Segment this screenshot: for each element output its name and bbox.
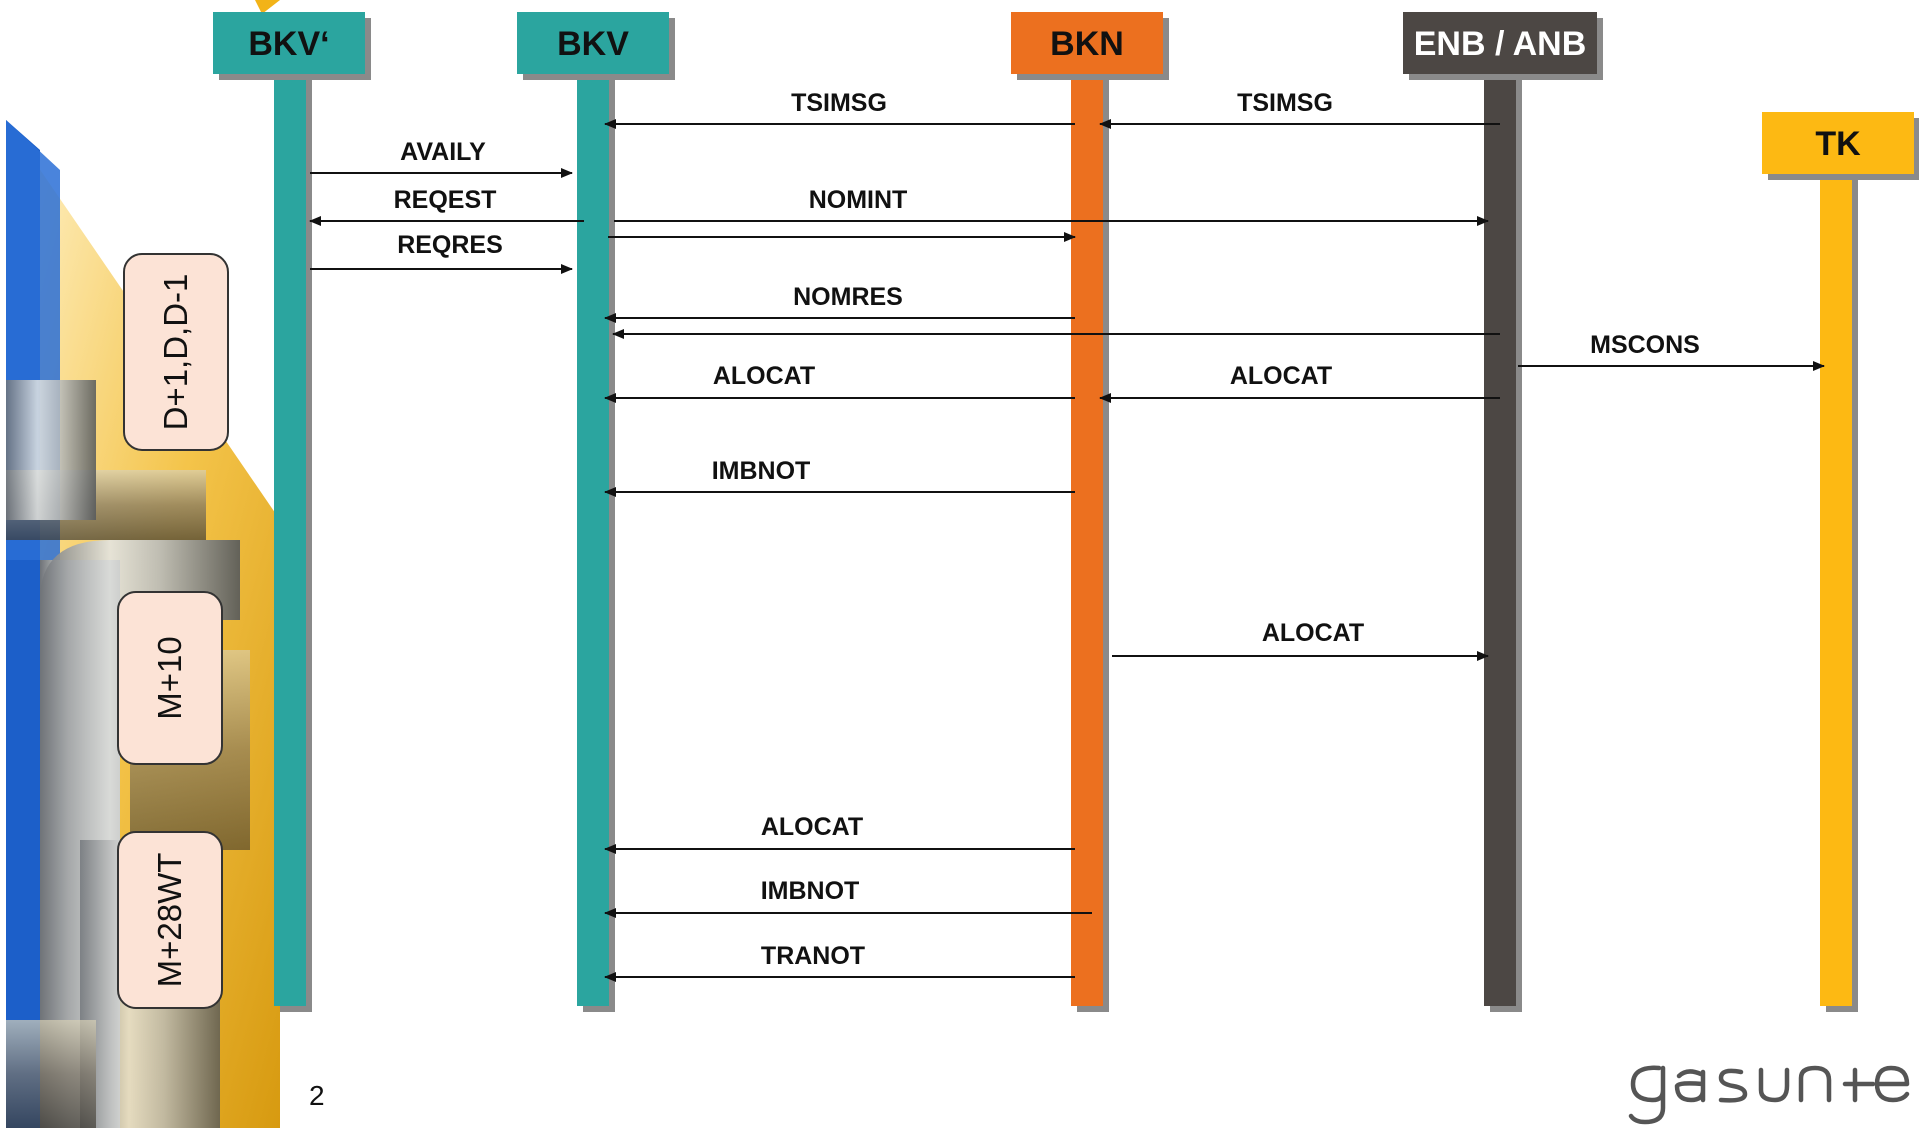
lifeline-bkn [1071, 70, 1103, 1006]
participant-header-bkn [1011, 12, 1163, 74]
message-label: NOMINT [809, 186, 908, 214]
message-label: MSCONS [1590, 331, 1700, 359]
participant-header-tk [1762, 112, 1914, 174]
phase-label: M+10 [151, 636, 188, 719]
participant-label: BKV‘ [248, 25, 329, 63]
participant-label: TK [1815, 125, 1861, 163]
message-label: IMBNOT [712, 457, 811, 485]
participant-label: BKN [1050, 25, 1124, 63]
participant-header-enb-anb [1403, 12, 1597, 74]
message-label: TSIMSG [1237, 89, 1333, 117]
participant-headers-layer: BKV‘ BKV BKN ENB / ANB TK [213, 12, 1919, 180]
messages-layer: TSIMSG TSIMSG AVAILY REQEST NOMINT REQRES NOMR… [309, 89, 1825, 982]
participant-label: ENB / ANB [1414, 25, 1587, 63]
lifeline-bkv-prime [274, 70, 306, 1006]
lifeline-enb-anb [1484, 70, 1516, 1006]
phase-box [117, 591, 223, 765]
message-label: ALOCAT [1262, 619, 1364, 647]
phase-label: M+28WT [151, 853, 188, 988]
message-label: NOMRES [793, 283, 903, 311]
participant-header-bkv-prime [213, 12, 365, 74]
phase-boxes-layer: D+1,D,D-1M+10M+28WT [117, 253, 229, 1009]
lifeline-bkv [577, 70, 609, 1006]
message-label: REQRES [397, 231, 503, 259]
phase-box [123, 253, 229, 451]
message-label: TRANOT [761, 942, 865, 970]
slide-number: 2 [309, 1080, 325, 1111]
message-label: ALOCAT [713, 362, 815, 390]
participant-header-bkv [517, 12, 669, 74]
phase-box [117, 831, 223, 1009]
message-label: REQEST [394, 186, 497, 214]
message-label: ALOCAT [761, 813, 863, 841]
phase-label: D+1,D,D-1 [157, 274, 194, 431]
message-label: TSIMSG [791, 89, 887, 117]
message-label: IMBNOT [761, 877, 860, 905]
lifeline-tk [1820, 170, 1852, 1006]
message-label: AVAILY [400, 138, 486, 166]
message-label: ALOCAT [1230, 362, 1332, 390]
participant-label: BKV [557, 25, 629, 63]
gasunie-logo [1628, 1065, 1910, 1125]
lifelines-layer [274, 70, 1858, 1012]
